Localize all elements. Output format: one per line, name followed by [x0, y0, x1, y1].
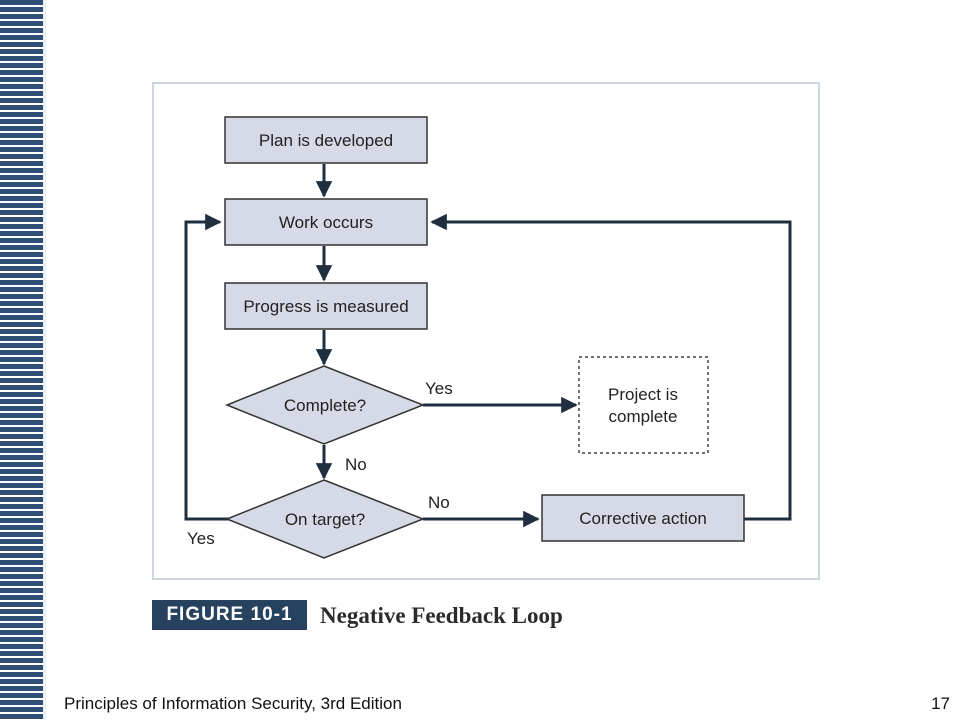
node-progress-label: Progress is measured — [243, 297, 408, 316]
edge-label-complete-yes: Yes — [425, 379, 453, 398]
decision-complete-label: Complete? — [284, 396, 366, 415]
node-work-occurs: Work occurs — [224, 198, 428, 246]
arrow-corrective-to-work — [430, 213, 792, 521]
node-plan-label: Plan is developed — [259, 131, 393, 150]
decision-ontarget-label: On target? — [285, 510, 365, 529]
node-work-label: Work occurs — [279, 213, 373, 232]
node-project-label-line1: Project is — [608, 385, 678, 404]
page-number: 17 — [931, 694, 950, 713]
node-plan-is-developed: Plan is developed — [224, 116, 428, 164]
figure-title: Negative Feedback Loop — [320, 603, 563, 628]
node-progress-is-measured: Progress is measured — [224, 282, 428, 330]
node-corrective-label: Corrective action — [579, 509, 707, 528]
decorative-stripe-bar — [0, 0, 46, 720]
node-project-is-complete: Project is complete — [578, 356, 709, 454]
edge-label-ontarget-no: No — [428, 493, 450, 512]
figure-label: FIGURE 10-1 — [152, 600, 307, 630]
decision-on-target: On target? — [224, 479, 426, 559]
arrow-ontarget-to-work — [184, 213, 229, 521]
node-project-label-line2: complete — [609, 407, 678, 426]
node-corrective-action: Corrective action — [541, 494, 745, 542]
footer-book-title: Principles of Information Security, 3rd … — [64, 694, 402, 713]
edge-label-complete-no: No — [345, 455, 367, 474]
decision-complete: Complete? — [224, 365, 426, 445]
edge-label-ontarget-yes: Yes — [187, 529, 215, 548]
